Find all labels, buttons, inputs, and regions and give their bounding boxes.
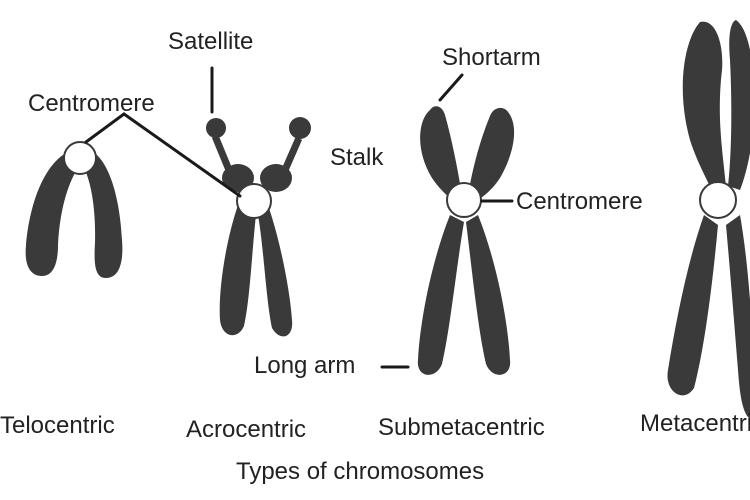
submetacentric-chromosome (417, 106, 515, 375)
centromere-label-left: Centromere (28, 90, 155, 117)
long-arm-label: Long arm (254, 352, 356, 379)
telocentric-chromosome (25, 141, 123, 278)
metacentric-centromere (699, 181, 737, 219)
telocentric-label: Telocentric (0, 412, 115, 439)
satellite-label: Satellite (168, 28, 254, 55)
centromere-leader-line-telocentric (84, 112, 126, 144)
diagram-caption: Types of chromosomes (236, 458, 485, 485)
centromere-label-right: Centromere (516, 188, 643, 215)
telocentric-centromere (63, 141, 97, 175)
metacentric-label: Metacentric (640, 410, 750, 437)
acrocentric-satellite-right (289, 117, 311, 139)
acrocentric-chromosome (206, 117, 311, 337)
metacentric-chromosome (667, 20, 750, 419)
acrocentric-centromere (236, 183, 272, 219)
submetacentric-label: Submetacentric (378, 414, 545, 441)
acrocentric-satellite-left (206, 118, 226, 138)
acrocentric-label: Acrocentric (186, 416, 307, 443)
stalk-label: Stalk (330, 144, 384, 171)
centromere-leader-line-acrocentric (122, 112, 242, 198)
submetacentric-centromere (446, 182, 482, 218)
shortarm-leader-line (438, 73, 464, 102)
shortarm-label: Shortarm (442, 44, 541, 71)
